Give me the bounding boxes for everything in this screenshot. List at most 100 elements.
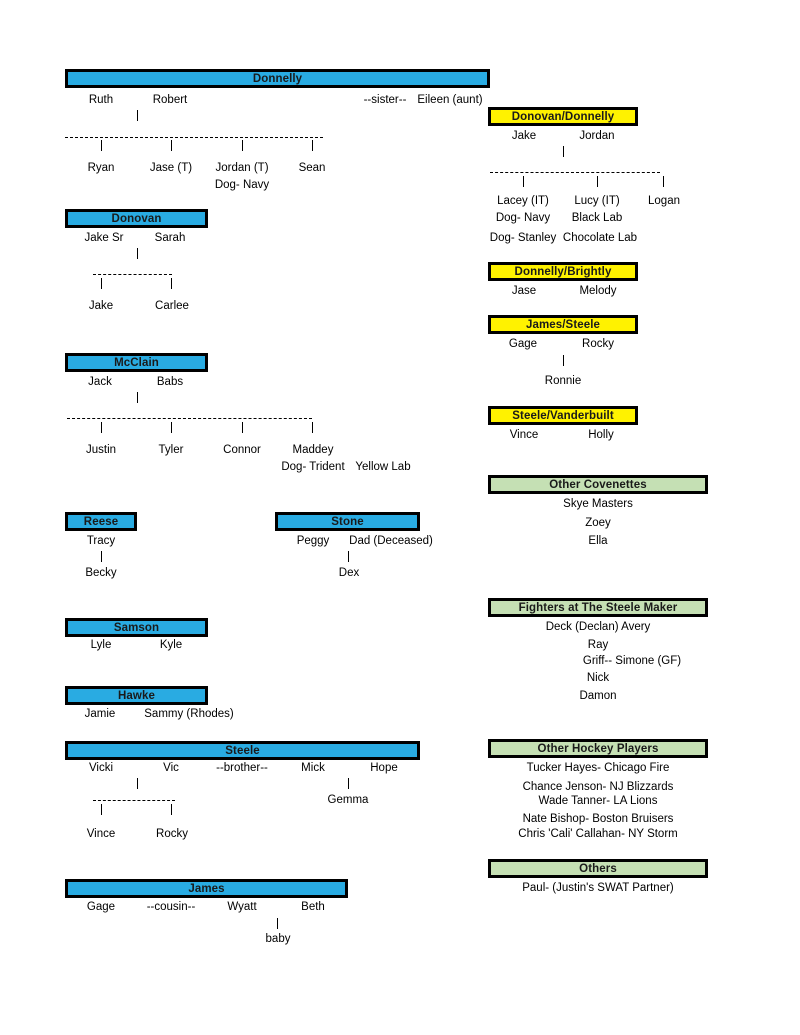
fighter-member: Griff-- Simone (GF) xyxy=(582,655,682,667)
connector-tick xyxy=(137,110,138,121)
steele-parent-mick: Mick xyxy=(301,762,325,774)
donovan-child-carlee: Carlee xyxy=(155,300,189,312)
donnelly-child-jordan: Jordan (T) xyxy=(215,162,269,174)
steele-vanderbuilt-parent-holly: Holly xyxy=(588,429,614,441)
samson-parent-kyle: Kyle xyxy=(159,639,183,651)
group-header-others: Others xyxy=(488,859,708,878)
family-header-donovan: Donovan xyxy=(65,209,208,228)
connector-tick xyxy=(171,278,172,289)
hawke-parent-jamie: Jamie xyxy=(84,708,116,720)
mcclain-parent-jack: Jack xyxy=(88,376,112,388)
steele-parent-vic: Vic xyxy=(163,762,179,774)
sibling-bar xyxy=(93,800,175,801)
covenette-member: Ella xyxy=(588,535,608,547)
james-child-baby: baby xyxy=(265,933,291,945)
connector-tick xyxy=(563,146,564,157)
donnelly-child-note-dog: Dog- Navy xyxy=(214,179,270,191)
connector-tick xyxy=(101,140,102,151)
donnelly-brightly-parent-jase: Jase xyxy=(511,285,537,297)
donovan-donnelly-child-lucy: Lucy (IT) xyxy=(574,195,620,207)
samson-parent-lyle: Lyle xyxy=(90,639,112,651)
mcclain-parent-babs: Babs xyxy=(156,376,184,388)
hockey-player: Tucker Hayes- Chicago Fire xyxy=(526,762,670,774)
connector-tick xyxy=(101,804,102,815)
family-header-steele: Steele xyxy=(65,741,420,760)
steele-side-child-gemma: Gemma xyxy=(327,794,369,806)
connector-tick xyxy=(101,278,102,289)
connector-tick xyxy=(171,422,172,433)
steele-parent-vicki: Vicki xyxy=(88,762,114,774)
others-member: Paul- (Justin's SWAT Partner) xyxy=(522,882,674,894)
mcclain-child-justin: Justin xyxy=(85,444,117,456)
stone-parent-dad: Dad (Deceased) xyxy=(349,535,433,547)
steele-parent-hope: Hope xyxy=(370,762,398,774)
stone-parent-peggy: Peggy xyxy=(296,535,330,547)
donovan-donnelly-child-logan: Logan xyxy=(648,195,680,207)
james-parent-wyatt: Wyatt xyxy=(227,901,257,913)
connector-tick xyxy=(312,140,313,151)
family-header-james-steele: James/Steele xyxy=(488,315,638,334)
donnelly-parent-robert: Robert xyxy=(152,94,188,106)
donnelly-child-jase: Jase (T) xyxy=(149,162,193,174)
donovan-parent-jake-sr: Jake Sr xyxy=(84,232,124,244)
donovan-donnelly-child-lacey: Lacey (IT) xyxy=(497,195,549,207)
mcclain-child-connor: Connor xyxy=(223,444,261,456)
covenette-member: Zoey xyxy=(585,517,611,529)
connector-tick xyxy=(242,140,243,151)
james-relation-note: --cousin-- xyxy=(146,901,196,913)
reese-parent-tracy: Tracy xyxy=(86,535,116,547)
connector-tick xyxy=(348,778,349,789)
connector-tick xyxy=(523,176,524,187)
donovan-child-jake: Jake xyxy=(88,300,114,312)
mcclain-child-note-breed: Yellow Lab xyxy=(355,461,411,473)
group-header-other-covenettes: Other Covenettes xyxy=(488,475,708,494)
donnelly-relation-note: --sister-- xyxy=(363,94,407,106)
fighter-member: Nick xyxy=(586,672,610,684)
donovan-donnelly-parent-jake: Jake xyxy=(511,130,537,142)
steele-child-rocky: Rocky xyxy=(156,828,188,840)
steele-relation-note: --brother-- xyxy=(216,762,268,774)
connector-tick xyxy=(348,551,349,562)
connector-tick xyxy=(137,248,138,259)
group-header-other-hockey-players: Other Hockey Players xyxy=(488,739,708,758)
hockey-player: Chris 'Cali' Callahan- NY Storm xyxy=(518,828,678,840)
family-header-reese: Reese xyxy=(65,512,137,531)
family-header-donnelly: Donnelly xyxy=(65,69,490,88)
connector-tick xyxy=(242,422,243,433)
connector-tick xyxy=(137,392,138,403)
steele-child-vince: Vince xyxy=(86,828,116,840)
connector-tick xyxy=(171,140,172,151)
donnelly-relative-eileen: Eileen (aunt) xyxy=(417,94,483,106)
donnelly-child-ryan: Ryan xyxy=(87,162,115,174)
mcclain-child-tyler: Tyler xyxy=(158,444,184,456)
connector-tick xyxy=(171,804,172,815)
family-header-donovan-donnelly: Donovan/Donnelly xyxy=(488,107,638,126)
connector-tick xyxy=(101,551,102,562)
family-header-steele-vanderbuilt: Steele/Vanderbuilt xyxy=(488,406,638,425)
donovan-donnelly-note-black-lab: Black Lab xyxy=(571,212,623,224)
donnelly-child-sean: Sean xyxy=(298,162,326,174)
sibling-bar xyxy=(65,137,323,138)
donovan-parent-sarah: Sarah xyxy=(154,232,186,244)
hawke-parent-sammy: Sammy (Rhodes) xyxy=(144,708,234,720)
stone-child-dex: Dex xyxy=(338,567,360,579)
connector-tick xyxy=(137,778,138,789)
hockey-player: Chance Jenson- NJ Blizzards xyxy=(522,781,674,793)
james-steele-parent-rocky: Rocky xyxy=(582,338,614,350)
donovan-donnelly-note-chocolate-lab: Chocolate Lab xyxy=(562,232,638,244)
mcclain-child-note-dog: Dog- Trident xyxy=(281,461,345,473)
donnelly-parent-ruth: Ruth xyxy=(88,94,114,106)
donovan-donnelly-note-dog-stanley: Dog- Stanley xyxy=(489,232,557,244)
james-parent-beth: Beth xyxy=(301,901,325,913)
fighter-member: Deck (Declan) Avery xyxy=(545,621,651,633)
sibling-bar xyxy=(93,274,172,275)
james-steele-parent-gage: Gage xyxy=(508,338,538,350)
sibling-bar xyxy=(490,172,660,173)
hockey-player: Wade Tanner- LA Lions xyxy=(538,795,658,807)
family-header-mcclain: McClain xyxy=(65,353,208,372)
family-header-samson: Samson xyxy=(65,618,208,637)
connector-tick xyxy=(597,176,598,187)
james-steele-child-ronnie: Ronnie xyxy=(544,375,582,387)
steele-vanderbuilt-parent-vince: Vince xyxy=(509,429,539,441)
